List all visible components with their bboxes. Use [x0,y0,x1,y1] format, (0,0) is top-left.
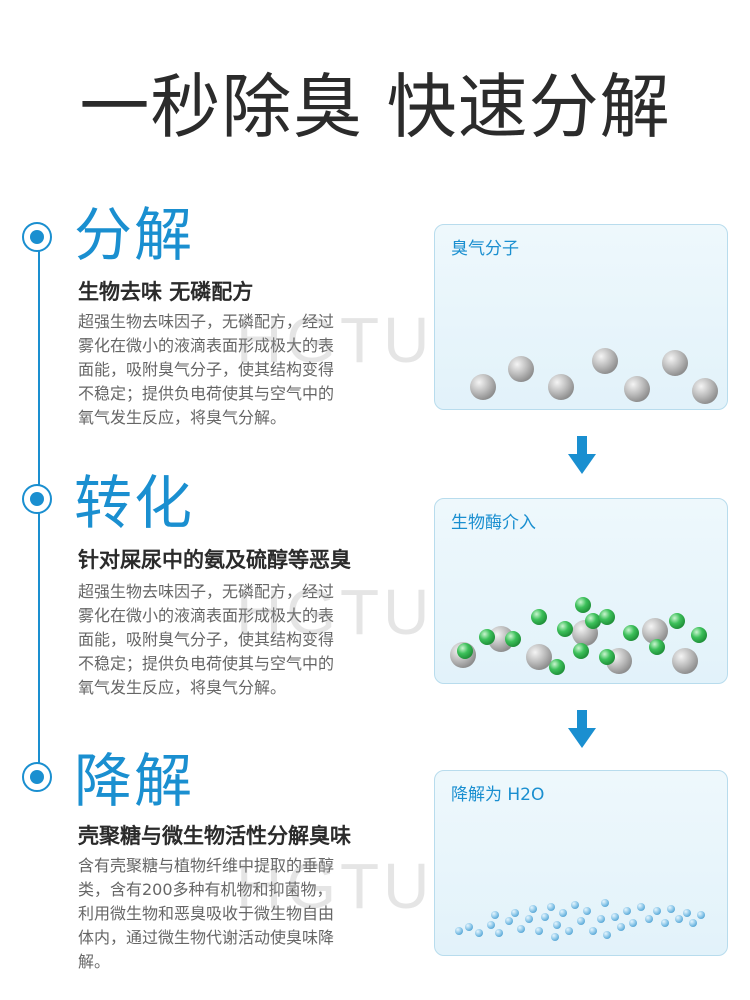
step-body-degrade: 含有壳聚糖与植物纤维中提取的垂醇 类，含有200多种有机物和抑菌物， 利用微生物… [78,856,335,971]
page-title: 一秒除臭 快速分解 [79,66,671,148]
odor-molecule-icon [470,348,718,404]
enzyme-molecule-icon [457,597,707,675]
panel-degrade-water: 降解为 H2O [434,770,728,956]
down-arrow-icon [568,436,596,474]
timeline-node-icon [22,484,52,514]
timeline-node-icon [22,222,52,252]
panel-label: 臭气分子 [451,239,519,259]
step-subtitle-degrade: 壳聚糖与微生物活性分解臭味 [78,824,351,848]
step-heading-decompose: 分解 [74,201,195,269]
odor-molecule-illustration [470,348,718,404]
step-subtitle-transform: 针对屎尿中的氨及硫醇等恶臭 [78,548,351,572]
odor-molecule-icon [450,618,698,674]
step-heading-transform: 转化 [74,469,195,537]
panel-enzyme-intervention: 生物酶介入 [434,498,728,684]
timeline-node-icon [22,762,52,792]
step-body-decompose: 超强生物去味因子，无磷配方，经过 雾化在微小的液滴表面形成极大的表 面能，吸附臭… [78,312,335,427]
step-subtitle-decompose: 生物去味 无磷配方 [78,280,254,304]
panel-label: 降解为 H2O [451,785,545,805]
step-heading-degrade: 降解 [74,747,195,815]
panel-odor-molecules: 臭气分子 [434,224,728,410]
water-droplet-illustration [455,899,705,941]
panel-label: 生物酶介入 [451,513,536,533]
step-body-transform: 超强生物去味因子，无磷配方，经过 雾化在微小的液滴表面形成极大的表 面能，吸附臭… [78,582,335,697]
water-droplet-icon [455,899,705,941]
down-arrow-icon [568,710,596,748]
enzyme-molecule-illustration [450,597,707,675]
